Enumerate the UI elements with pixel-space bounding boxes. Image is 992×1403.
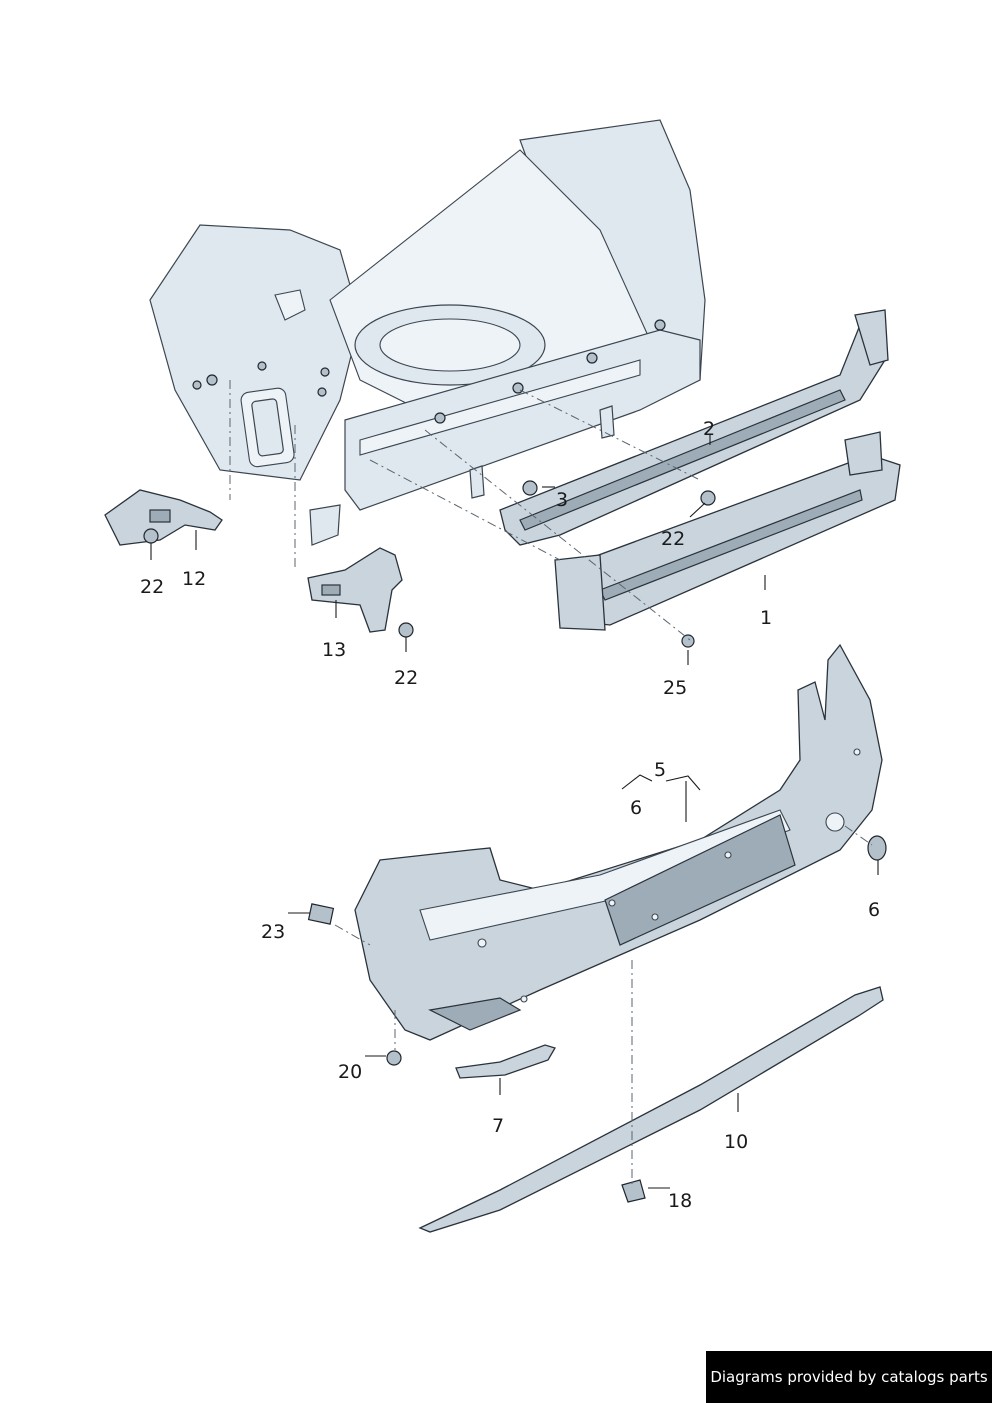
part-10-spoiler [418,986,884,1233]
clip-18 [621,1179,646,1203]
nut-22-left [143,528,159,544]
callout-22-left: 22 [140,576,164,598]
part-1-impact-member [554,431,901,631]
part-2-guide-carrier [499,309,889,546]
callout-5: 5 [654,759,666,781]
callout-labels: 2 3 22 1 12 22 13 22 25 5 6 6 23 20 7 10… [140,418,880,1212]
assembly-lines [229,380,873,1185]
callout-12: 12 [182,568,206,590]
part-7-trim-strip [455,1044,556,1079]
rear-body-shell [149,119,706,546]
bolt-25-head [681,634,695,648]
part-5-bumper-cover [354,643,883,1041]
callout-22-bracket: 22 [394,667,418,689]
credit-text: Diagrams provided by catalogs parts [710,1368,988,1386]
nut-3 [522,480,538,496]
callout-18: 18 [668,1190,692,1212]
leader-lines [150,435,879,1189]
callout-6-cap: 6 [868,899,880,921]
part-6-cap [867,835,887,861]
bolt-20-head [386,1050,402,1066]
credit-banner: Diagrams provided by catalogs parts [706,1351,992,1403]
callout-20: 20 [338,1061,362,1083]
callout-7: 7 [492,1115,504,1137]
callout-22-right: 22 [661,528,685,550]
callout-1: 1 [760,607,772,629]
callout-25: 25 [663,677,687,699]
clip-23 [307,903,335,925]
callout-23: 23 [261,921,285,943]
nut-22-right [700,490,716,506]
part-13-bracket [307,547,403,633]
callout-13: 13 [322,639,346,661]
nut-22-bracket [398,622,414,638]
callout-10: 10 [724,1131,748,1153]
callout-6-bumper: 6 [630,797,642,819]
part-12-bracket-left [104,489,223,546]
callout-2: 2 [703,418,715,440]
fasteners [143,480,716,1203]
callout-3: 3 [556,489,568,511]
